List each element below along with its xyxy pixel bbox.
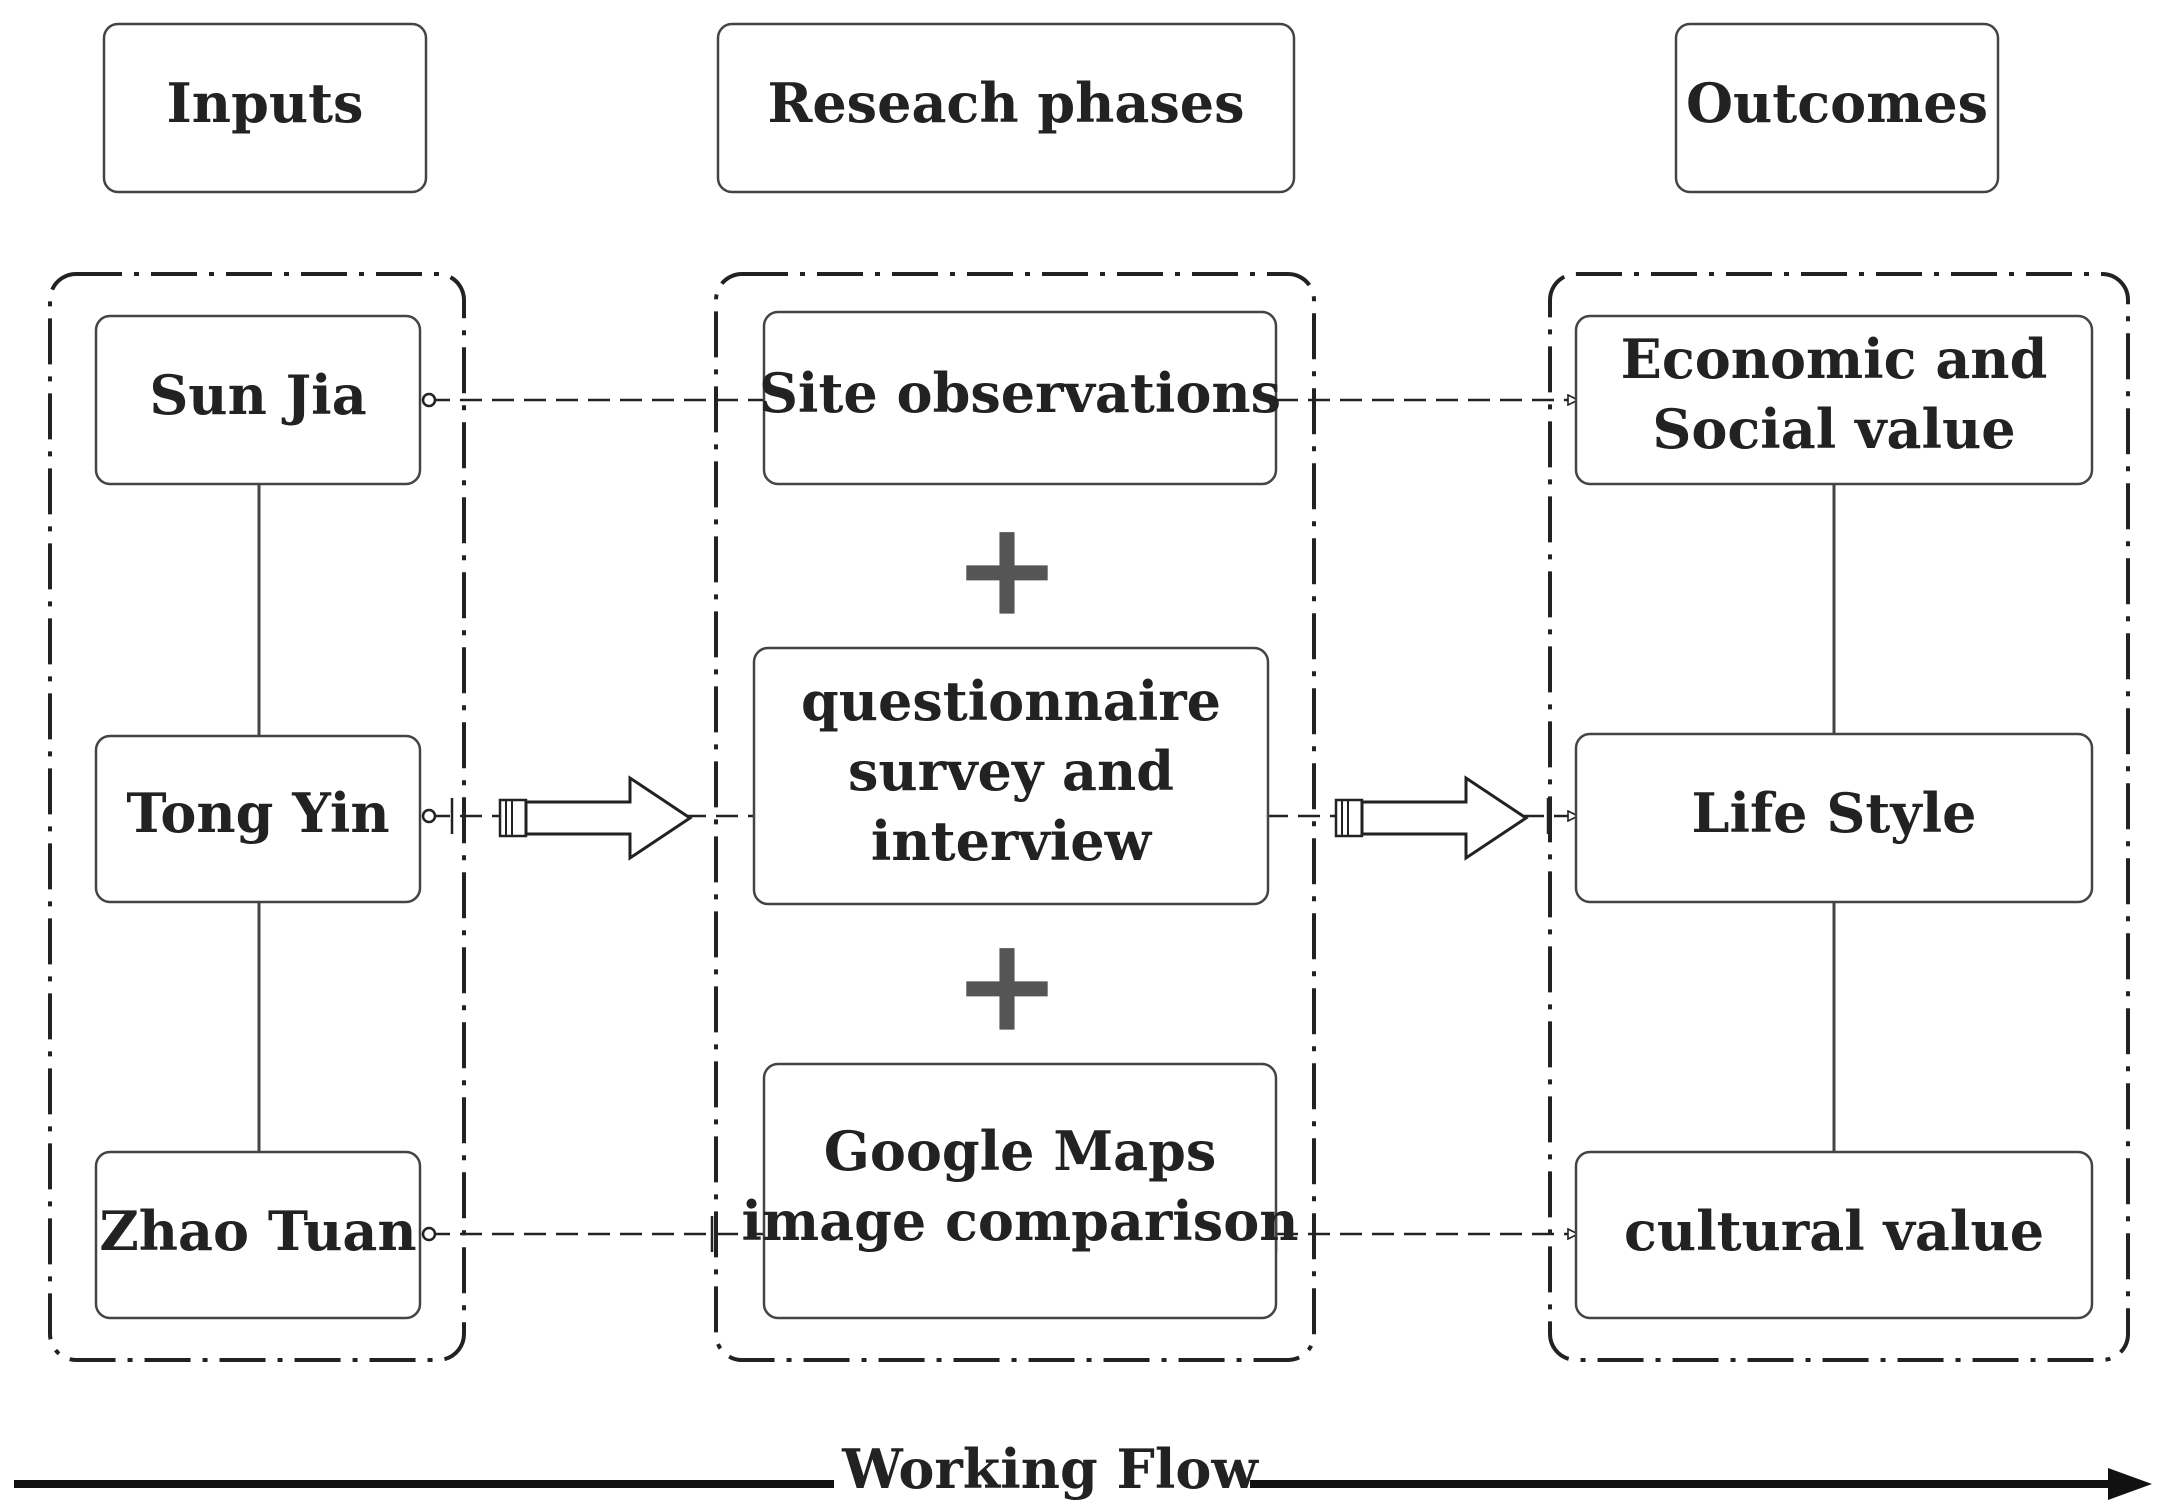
phase-label-maps-line-1: Google Maps xyxy=(824,1119,1217,1183)
outcome-label-life-style: Life Style xyxy=(1691,781,1976,845)
phase-label-site-observations: Site observations xyxy=(759,361,1281,425)
plus-icon: + xyxy=(953,493,1062,645)
header-outcomes: Outcomes xyxy=(1674,22,2000,194)
input-box-sun-jia: Sun Jia xyxy=(94,314,422,486)
input-label-sun-jia: Sun Jia xyxy=(149,363,366,427)
input-label-tong-yin: Tong Yin xyxy=(126,781,389,845)
header-inputs-label: Inputs xyxy=(167,71,364,135)
plus-icon: + xyxy=(953,909,1062,1061)
outcome-box-life-style: Life Style xyxy=(1574,732,2094,904)
input-box-zhao-tuan: Zhao Tuan xyxy=(94,1150,422,1320)
phase-box-site-observations: Site observations xyxy=(759,310,1281,486)
working-flow-label: Working Flow xyxy=(841,1437,1259,1501)
header-inputs: Inputs xyxy=(102,22,428,194)
phase-label-questionnaire-line-3: interview xyxy=(871,809,1153,873)
header-outcomes-label: Outcomes xyxy=(1686,71,1988,135)
outcome-label-cultural-value: cultural value xyxy=(1624,1199,2044,1263)
outcome-box-cultural-value: cultural value xyxy=(1574,1150,2094,1320)
flow-line-top xyxy=(421,392,1578,408)
input-label-zhao-tuan: Zhao Tuan xyxy=(99,1199,416,1263)
outcome-label-economic-line-2: Social value xyxy=(1652,397,2015,461)
block-arrow-phases-to-outcomes xyxy=(1334,775,1529,861)
outcome-box-economic-social: Economic and Social value xyxy=(1574,314,2094,486)
svg-text:+: + xyxy=(953,493,1062,645)
outcomes-group-frame xyxy=(1548,272,2130,1362)
block-arrow-inputs-to-phases xyxy=(498,775,693,861)
input-box-tong-yin: Tong Yin xyxy=(94,734,422,904)
phase-label-maps-line-2: image comparison xyxy=(742,1189,1299,1253)
phase-box-questionnaire: questionnaire survey and interview xyxy=(752,646,1270,906)
header-research-phases: Reseach phases xyxy=(716,22,1296,194)
svg-text:+: + xyxy=(953,909,1062,1061)
phase-box-google-maps: Google Maps image comparison xyxy=(742,1062,1299,1320)
working-flow-arrow: Working Flow xyxy=(14,1437,2152,1501)
header-phases-label: Reseach phases xyxy=(767,71,1244,135)
phase-label-questionnaire-line-2: survey and xyxy=(848,739,1174,803)
outcome-label-economic-line-1: Economic and xyxy=(1621,327,2048,391)
phases-group-frame xyxy=(714,272,1316,1362)
phase-label-questionnaire-line-1: questionnaire xyxy=(801,669,1221,733)
